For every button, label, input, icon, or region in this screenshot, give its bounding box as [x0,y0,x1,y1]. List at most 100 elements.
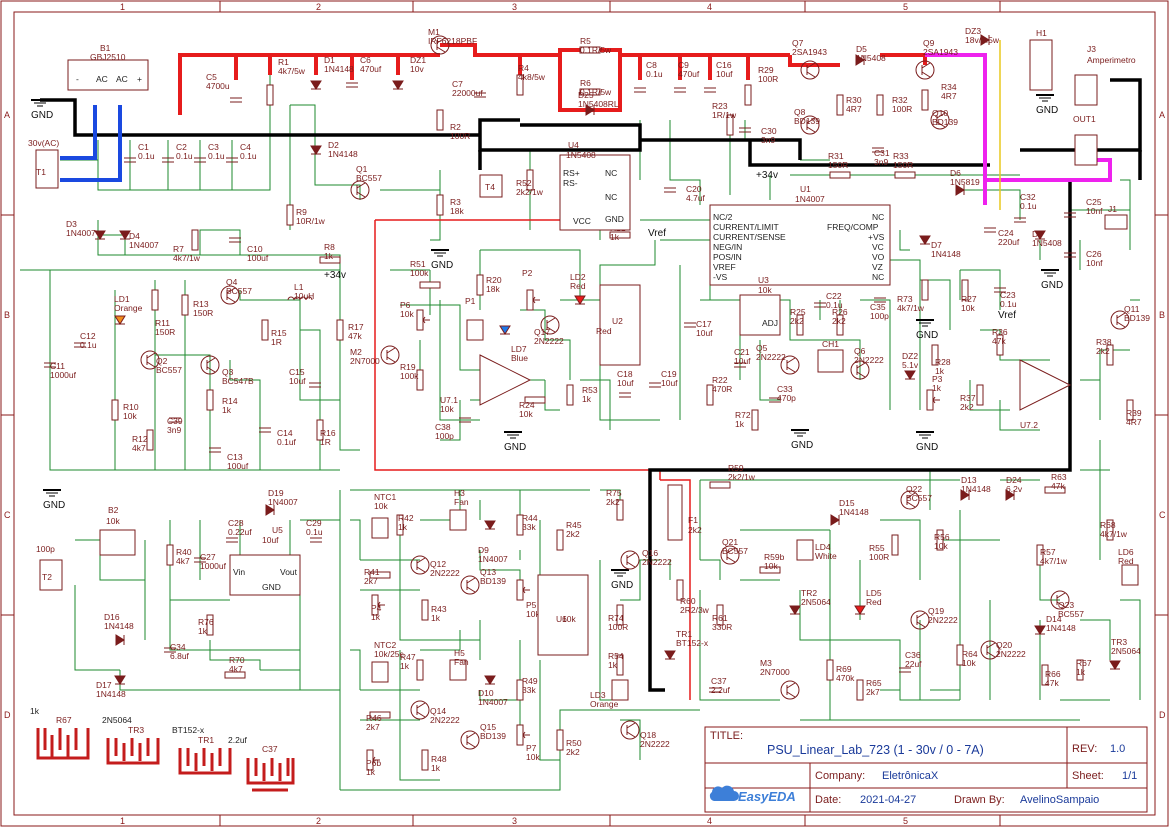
u1-ic-body[interactable] [709,204,891,286]
p2-pot[interactable]: P2 [522,268,540,311]
c2-cap[interactable]: C20.1u [162,142,193,163]
c4-cap[interactable]: C40.1u [226,142,257,163]
u5-regulator-body[interactable] [229,554,301,596]
r5-res[interactable]: R50.1R/5w [579,36,612,55]
b1-bridge-body[interactable] [67,59,149,91]
r6-res[interactable]: R60.1R/5w [579,78,612,97]
ch1-switch[interactable] [817,349,844,373]
u6-ic-body[interactable] [537,574,589,656]
j3-connector[interactable] [1074,74,1098,106]
u2-ic-body[interactable] [599,284,641,366]
c3-cap[interactable]: C30.1u [194,142,225,163]
